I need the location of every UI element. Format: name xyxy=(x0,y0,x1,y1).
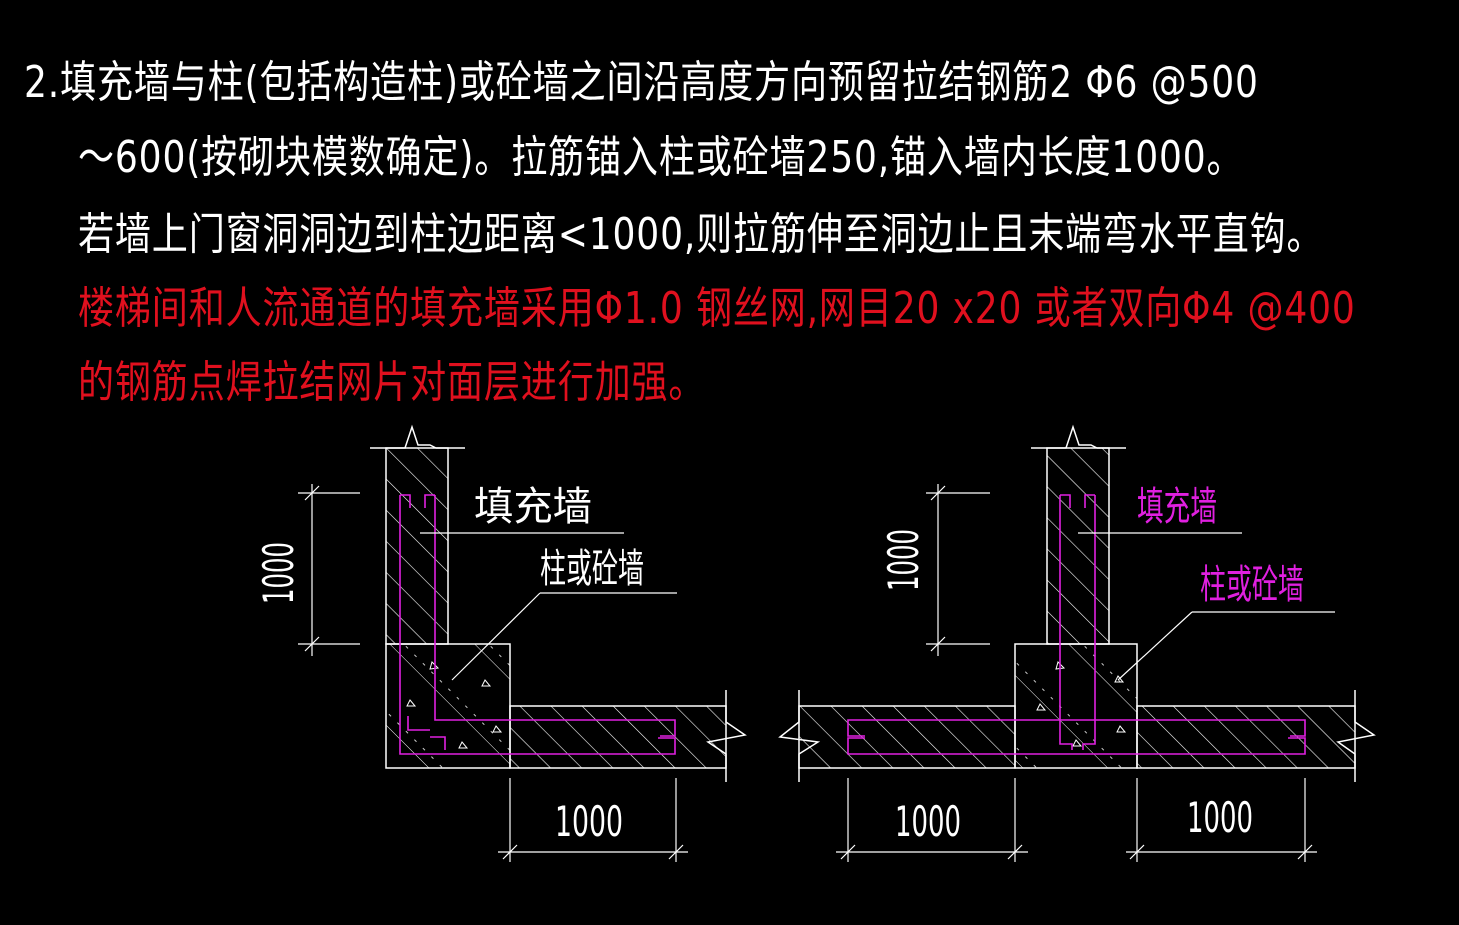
right-dim-horizontal-right-text: 1000 xyxy=(1187,793,1253,842)
right-dim-horizontal-left-text: 1000 xyxy=(895,797,961,846)
left-column-block xyxy=(385,643,511,769)
left-infill-wall-horizontal xyxy=(509,690,747,782)
left-leader-lines xyxy=(420,532,677,681)
right-infill-wall-horizontal-left xyxy=(778,690,1016,782)
note-line-3: 若墙上门窗洞洞边到柱边距离<1000,则拉筋伸至洞边止且末端弯水平直钩。 xyxy=(78,209,1324,260)
right-dimension-horizontal xyxy=(836,778,1317,862)
left-infill-wall-vertical xyxy=(370,424,465,645)
right-label-infill-wall: 填充墙 xyxy=(1137,484,1217,530)
left-dimension-horizontal xyxy=(498,778,688,862)
left-label-column-wall: 柱或砼墙 xyxy=(540,546,644,592)
left-tie-rebar xyxy=(399,494,676,755)
right-label-column-wall: 柱或砼墙 xyxy=(1200,562,1304,608)
right-dim-vertical-text: 1000 xyxy=(879,529,928,591)
right-tie-rebar xyxy=(847,494,1306,755)
general-note: 2.填充墙与柱(包括构造柱)或砼墙之间沿高度方向预留拉结钢筋2 Φ6 @500 … xyxy=(0,0,1459,410)
right-infill-wall-horizontal-right xyxy=(1136,690,1376,782)
detail-right-tee xyxy=(778,424,1376,862)
note-line-2: ～600(按砌块模数确定)。拉筋锚入柱或砼墙250,锚入墙内长度1000。 xyxy=(78,132,1244,183)
right-infill-wall-vertical xyxy=(1031,424,1126,645)
right-column-block xyxy=(1014,643,1138,769)
right-dimension-vertical xyxy=(926,484,990,656)
left-label-infill-wall: 填充墙 xyxy=(474,484,592,530)
note-line-1: 2.填充墙与柱(包括构造柱)或砼墙之间沿高度方向预留拉结钢筋2 Φ6 @500 xyxy=(24,57,1259,108)
right-leader-lines xyxy=(1078,532,1335,681)
left-dim-horizontal-text: 1000 xyxy=(555,797,623,846)
left-dim-vertical-text: 1000 xyxy=(254,542,303,604)
detail-left-corner xyxy=(298,424,747,862)
note-line-4-strengthening: 楼梯间和人流通道的填充墙采用Φ1.0 钢丝网,网目20 x20 或者双向Φ4 @… xyxy=(78,283,1356,334)
note-line-5-strengthening: 的钢筋点焊拉结网片对面层进行加强。 xyxy=(78,357,706,408)
left-dimension-vertical xyxy=(298,484,360,656)
